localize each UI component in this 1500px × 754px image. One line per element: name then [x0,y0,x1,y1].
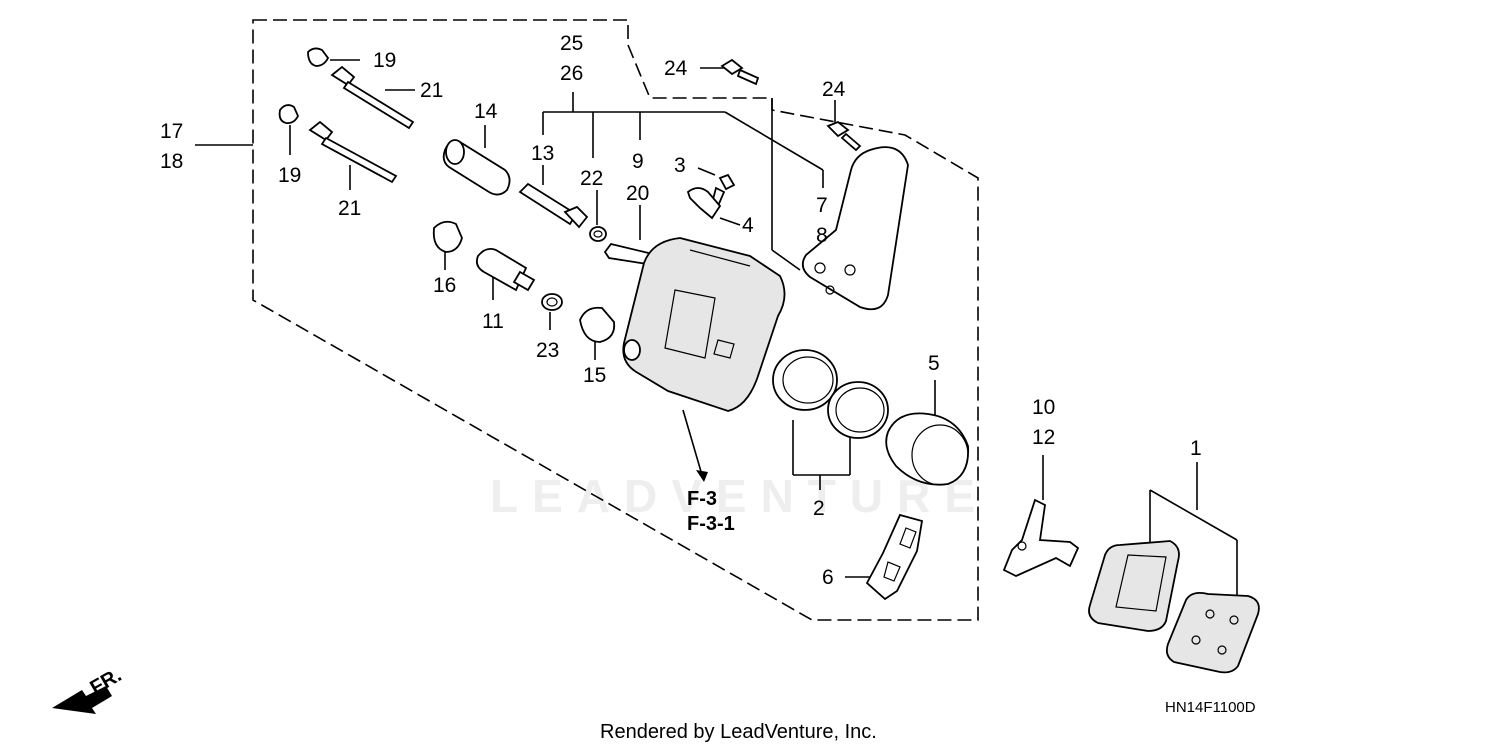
pad-spring [865,513,924,601]
callout-19-top: 19 [373,49,396,72]
pin-bolt-boot [579,306,616,343]
callout-25: 25 [560,32,583,55]
callout-24-top: 24 [664,57,688,80]
callout-24-right: 24 [822,78,846,101]
caliper-pin-bolt-top [330,65,415,130]
callout-10: 10 [1032,396,1055,419]
callout-11: 11 [482,310,504,333]
pin-boot [442,139,511,196]
callout-7: 7 [816,194,828,217]
hose-guide-clip [686,187,722,220]
callout-17: 17 [160,120,183,143]
sealing-washer [541,293,563,311]
callout-23: 23 [536,339,559,362]
bleeder-cap [589,226,607,242]
callout-18: 18 [160,150,183,173]
pin-boot-seal [432,220,463,253]
callout-5: 5 [928,352,940,375]
drawing-code: HN14F1100D [1165,699,1256,716]
leader-lines [195,59,1238,595]
callout-15: 15 [583,364,606,387]
callout-21-bottom: 21 [338,197,361,220]
watermark: LEADVENTURE [490,470,989,522]
caliper-slide-pin [475,247,536,292]
caliper-piston [885,412,970,486]
callout-26: 26 [560,62,583,85]
reference-f3: F-3 [687,488,717,510]
callout-21-top: 21 [420,79,443,102]
pin-boot-cap-top [307,47,330,67]
callout-16: 16 [433,274,456,297]
mounting-bolt-right [826,120,862,152]
callout-1: 1 [1190,437,1202,460]
mounting-bolt-top [720,58,760,86]
assembly-outline [252,19,979,621]
pad-shim [1002,498,1080,577]
callout-19-bottom: 19 [278,164,301,187]
callout-12: 12 [1032,426,1055,449]
brake-pad-inner [1088,540,1180,632]
callout-3: 3 [674,154,686,177]
caliper-pin-bolt-bottom [308,120,398,184]
callout-4: 4 [742,214,754,237]
brake-pad-outer [1165,591,1260,674]
callout-6: 6 [822,566,834,589]
caliper-body [622,237,786,412]
callout-20: 20 [626,182,649,205]
footer-credit: Rendered by LeadVenture, Inc. [600,721,877,743]
callout-8: 8 [816,224,828,247]
caliper-bracket [801,146,909,311]
callout-14: 14 [474,100,498,123]
pin-boot-cap-bottom [278,104,299,125]
callout-9: 9 [632,150,644,173]
callout-22: 22 [580,167,603,190]
callout-2: 2 [813,497,825,520]
bleeder-screw [518,182,589,229]
reference-f3-1: F-3-1 [687,513,735,535]
callout-13: 13 [531,142,554,165]
front-direction-arrow-icon [52,686,112,714]
piston-seals [772,349,889,439]
